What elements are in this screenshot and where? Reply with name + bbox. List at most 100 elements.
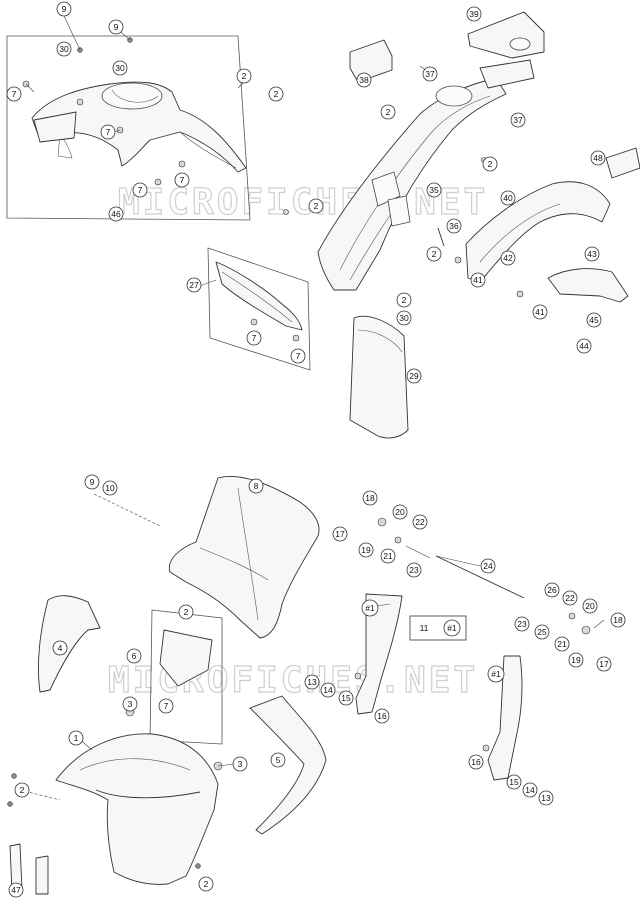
- svg-text:7: 7: [138, 185, 143, 195]
- callout-18-b: 18: [610, 612, 626, 628]
- callout-30-b: 30: [112, 60, 128, 76]
- svg-text:47: 47: [11, 885, 21, 895]
- svg-text:18: 18: [613, 615, 623, 625]
- part-bracket-right: [487, 655, 523, 781]
- svg-text:7: 7: [296, 351, 301, 361]
- svg-text:27: 27: [189, 280, 199, 290]
- callout-44: 44: [576, 338, 592, 354]
- callout-ref-left: #1: [361, 599, 379, 617]
- callout-43: 43: [584, 246, 600, 262]
- callout-24: 24: [480, 558, 496, 574]
- svg-text:35: 35: [429, 185, 439, 195]
- part-40-side-cover: [465, 181, 611, 283]
- svg-text:7: 7: [12, 89, 17, 99]
- svg-text:2: 2: [488, 159, 493, 169]
- callout-7-f: 7: [290, 348, 306, 364]
- callout-ref-box: #1: [443, 619, 461, 637]
- svg-text:14: 14: [525, 785, 535, 795]
- callout-20-a: 20: [392, 504, 408, 520]
- callout-17-a: 17: [332, 526, 348, 542]
- svg-text:2: 2: [242, 71, 247, 81]
- part-46-headlight-mask: [31, 81, 247, 173]
- part-6-headlight-insert: [159, 629, 213, 687]
- callout-2-a: 2: [236, 68, 252, 84]
- svg-text:10: 10: [105, 483, 115, 493]
- callout-22-a: 22: [412, 514, 428, 530]
- callout-41-a: 41: [470, 272, 486, 288]
- svg-text:4: 4: [58, 643, 63, 653]
- svg-text:23: 23: [409, 565, 419, 575]
- callout-9-top: 9: [56, 1, 72, 17]
- callout-23-a: 23: [406, 562, 422, 578]
- callout-17-b: 17: [596, 656, 612, 672]
- svg-text:17: 17: [335, 529, 345, 539]
- callout-23-b: 23: [514, 616, 530, 632]
- svg-text:45: 45: [589, 315, 599, 325]
- part-38-battery-cover: [349, 39, 393, 83]
- svg-text:11: 11: [420, 623, 429, 633]
- svg-text:3: 3: [128, 699, 133, 709]
- svg-text:36: 36: [449, 221, 459, 231]
- callout-6: 6: [126, 648, 142, 664]
- svg-text:3: 3: [238, 759, 243, 769]
- callout-3-b: 3: [232, 756, 248, 772]
- part-36-rod: [437, 227, 445, 247]
- svg-text:30: 30: [115, 63, 125, 73]
- part-48-reflector: [605, 147, 640, 179]
- svg-text:29: 29: [409, 371, 419, 381]
- callout-38: 38: [356, 72, 372, 88]
- callout-37-b: 37: [510, 112, 526, 128]
- callout-48: 48: [590, 150, 606, 166]
- svg-text:20: 20: [395, 507, 405, 517]
- svg-text:7: 7: [180, 175, 185, 185]
- callout-14-a: 14: [320, 682, 336, 698]
- svg-text:21: 21: [383, 551, 393, 561]
- svg-text:24: 24: [483, 561, 493, 571]
- callout-30-c: 30: [396, 310, 412, 326]
- callout-2-g: 2: [396, 292, 412, 308]
- svg-text:18: 18: [365, 493, 375, 503]
- callout-40: 40: [500, 190, 516, 206]
- svg-text:19: 19: [571, 655, 581, 665]
- svg-text:16: 16: [471, 757, 481, 767]
- part-1-front-mudguard: [55, 733, 219, 885]
- callout-7-e: 7: [246, 330, 262, 346]
- svg-text:20: 20: [585, 601, 595, 611]
- svg-text:39: 39: [469, 9, 479, 19]
- svg-text:17: 17: [599, 659, 609, 669]
- part-24-rod: [435, 555, 525, 599]
- callout-45: 45: [586, 312, 602, 328]
- callout-2-f: 2: [426, 246, 442, 262]
- svg-text:9: 9: [62, 4, 67, 14]
- svg-text:8: 8: [254, 481, 259, 491]
- svg-text:13: 13: [541, 793, 551, 803]
- callout-5: 5: [270, 752, 286, 768]
- callout-7-a: 7: [6, 86, 22, 102]
- callout-41-b: 41: [532, 304, 548, 320]
- part-39-tool-box: [467, 11, 545, 59]
- svg-text:14: 14: [323, 685, 333, 695]
- part-27-side-panel: [215, 261, 303, 331]
- callout-35: 35: [426, 182, 442, 198]
- svg-text:41: 41: [473, 275, 483, 285]
- svg-text:44: 44: [579, 341, 589, 351]
- svg-text:30: 30: [59, 44, 69, 54]
- svg-text:41: 41: [535, 307, 545, 317]
- callout-13-b: 13: [538, 790, 554, 806]
- svg-text:25: 25: [537, 627, 547, 637]
- callout-2-h: 2: [178, 604, 194, 620]
- svg-text:22: 22: [565, 593, 575, 603]
- callout-21-b: 21: [554, 636, 570, 652]
- callout-7-b: 7: [100, 124, 116, 140]
- svg-text:22: 22: [415, 517, 425, 527]
- callout-2-c: 2: [380, 104, 396, 120]
- callout-46: 46: [108, 206, 124, 222]
- callout-16-b: 16: [468, 754, 484, 770]
- svg-text:42: 42: [503, 253, 513, 263]
- callout-2-b: 2: [268, 86, 284, 102]
- svg-text:9: 9: [114, 22, 119, 32]
- callout-22-b: 22: [562, 590, 578, 606]
- callout-26: 26: [544, 582, 560, 598]
- callout-1: 1: [68, 730, 84, 746]
